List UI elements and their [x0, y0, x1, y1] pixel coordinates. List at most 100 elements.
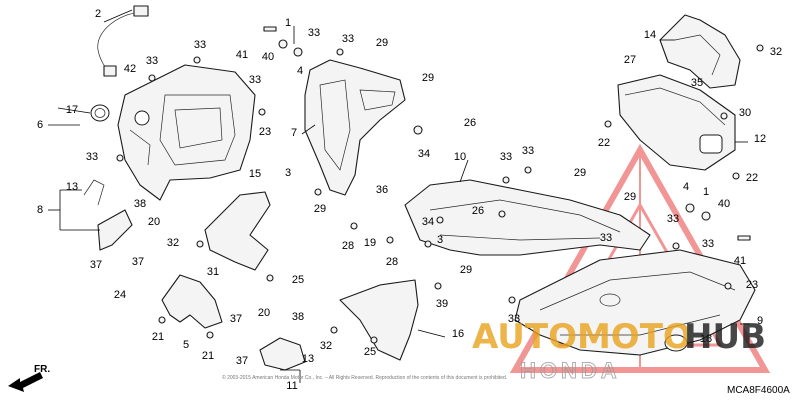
part-lower-center-cover: [339, 279, 419, 361]
fasteners: [116, 26, 764, 344]
callout-c34a: 34: [418, 148, 430, 160]
watermark-brand: HONDA: [520, 358, 621, 383]
callout-c2: 2: [95, 8, 101, 20]
callout-c1b: 1: [703, 186, 709, 198]
callout-c33a: 33: [194, 39, 206, 51]
callout-c36: 36: [376, 184, 388, 196]
callout-c38b: 38: [292, 311, 304, 323]
callout-c40a: 40: [262, 51, 274, 63]
callout-c38a: 38: [134, 198, 146, 210]
part-upper-bracket: [659, 14, 741, 89]
callout-c29b: 29: [422, 72, 434, 84]
callout-c33f: 33: [86, 151, 98, 163]
callout-c21b: 21: [202, 350, 214, 362]
part-emblem: [664, 334, 688, 352]
part-bracket-15: [204, 191, 271, 271]
part-lens: [259, 337, 306, 371]
callout-c18: 18: [700, 333, 712, 345]
callout-c7: 7: [291, 127, 297, 139]
callout-c34b: 34: [422, 216, 434, 228]
callout-c15: 15: [249, 168, 261, 180]
callout-c37d: 37: [236, 355, 248, 367]
part-inner-panel-left: [117, 64, 256, 201]
callout-c32a: 32: [770, 46, 782, 58]
callout-c1a: 1: [285, 17, 291, 29]
callout-c32c: 32: [320, 340, 332, 352]
callout-c5: 5: [183, 339, 189, 351]
part-grommet: [90, 104, 110, 122]
callout-c3b: 3: [437, 234, 443, 246]
callout-c41b: 41: [734, 255, 746, 267]
callout-c29d: 29: [624, 191, 636, 203]
callout-c29a: 29: [376, 37, 388, 49]
callout-c21a: 21: [152, 331, 164, 343]
callout-c33j: 33: [600, 232, 612, 244]
callout-c37b: 37: [132, 256, 144, 268]
part-harness: [97, 5, 149, 77]
callout-c40b: 40: [718, 198, 730, 210]
callout-c27: 27: [624, 54, 636, 66]
callout-c10: 10: [454, 151, 466, 163]
callout-c33h: 33: [522, 145, 534, 157]
part-inner-frame: [304, 59, 406, 196]
callout-c33g: 33: [500, 151, 512, 163]
callout-c8: 8: [37, 204, 43, 216]
direction-label: FR.: [34, 364, 50, 375]
callout-c23b: 23: [746, 279, 758, 291]
callout-c25a: 25: [292, 274, 304, 286]
callout-c4a: 4: [297, 65, 303, 77]
copyright-text: © 2003-2015 American Honda Motor Co., In…: [222, 374, 507, 381]
callout-c4b: 4: [683, 181, 689, 193]
callout-c29e: 29: [314, 203, 326, 215]
callout-c14: 14: [644, 29, 656, 41]
part-outer-cowl: [514, 249, 756, 356]
callout-c20a: 20: [148, 216, 160, 228]
callout-c33i: 33: [667, 213, 679, 225]
callout-c20b: 20: [258, 307, 270, 319]
callout-c32b: 32: [167, 237, 179, 249]
callout-c29f: 29: [460, 264, 472, 276]
callout-c6: 6: [37, 119, 43, 131]
callout-c13b: 13: [302, 353, 314, 365]
callout-c11: 11: [286, 380, 297, 392]
callout-c39: 39: [436, 298, 448, 310]
callout-c9: 9: [757, 315, 763, 327]
callout-c42: 42: [124, 63, 136, 75]
callout-c30: 30: [739, 107, 751, 119]
callout-c23a: 23: [259, 126, 271, 138]
callout-c25b: 25: [364, 346, 376, 358]
front-direction-arrow: FR.: [8, 364, 50, 392]
callout-c33k: 33: [702, 238, 714, 250]
part-center-lower-panel: [404, 179, 651, 256]
callout-c26b: 26: [472, 205, 484, 217]
watermark-text: AUTOMOTO HUB HONDA: [472, 317, 766, 384]
callout-c3: 3: [285, 167, 291, 179]
part-meter-panel: [617, 74, 736, 171]
callout-c31: 31: [207, 266, 219, 278]
callout-c37c: 37: [230, 313, 242, 325]
leader-lines: [48, 9, 750, 383]
callout-c29c: 29: [574, 167, 586, 179]
callout-c35: 35: [691, 77, 703, 89]
callout-c33e: 33: [249, 74, 261, 86]
callout-c24: 24: [114, 289, 126, 301]
callout-c33d: 33: [146, 55, 158, 67]
callout-c37a: 37: [90, 259, 102, 271]
callout-c41a: 41: [236, 49, 248, 61]
callout-c33b: 33: [308, 27, 320, 39]
callout-c19: 19: [364, 237, 376, 249]
callout-c17: 17: [66, 104, 78, 116]
callout-c13a: 13: [66, 181, 78, 193]
callout-c12: 12: [754, 133, 766, 145]
callout-c33c: 33: [342, 33, 354, 45]
part-clip-bracket: [83, 179, 133, 251]
callout-c16: 16: [452, 328, 464, 340]
diagram-code: MCA8F4600A: [727, 385, 790, 396]
part-lower-left-cover: [161, 274, 223, 329]
callout-c22b: 22: [746, 172, 758, 184]
callout-c22a: 22: [598, 137, 610, 149]
watermark-secondary: HUB: [684, 317, 766, 357]
callout-c26a: 26: [464, 117, 476, 129]
